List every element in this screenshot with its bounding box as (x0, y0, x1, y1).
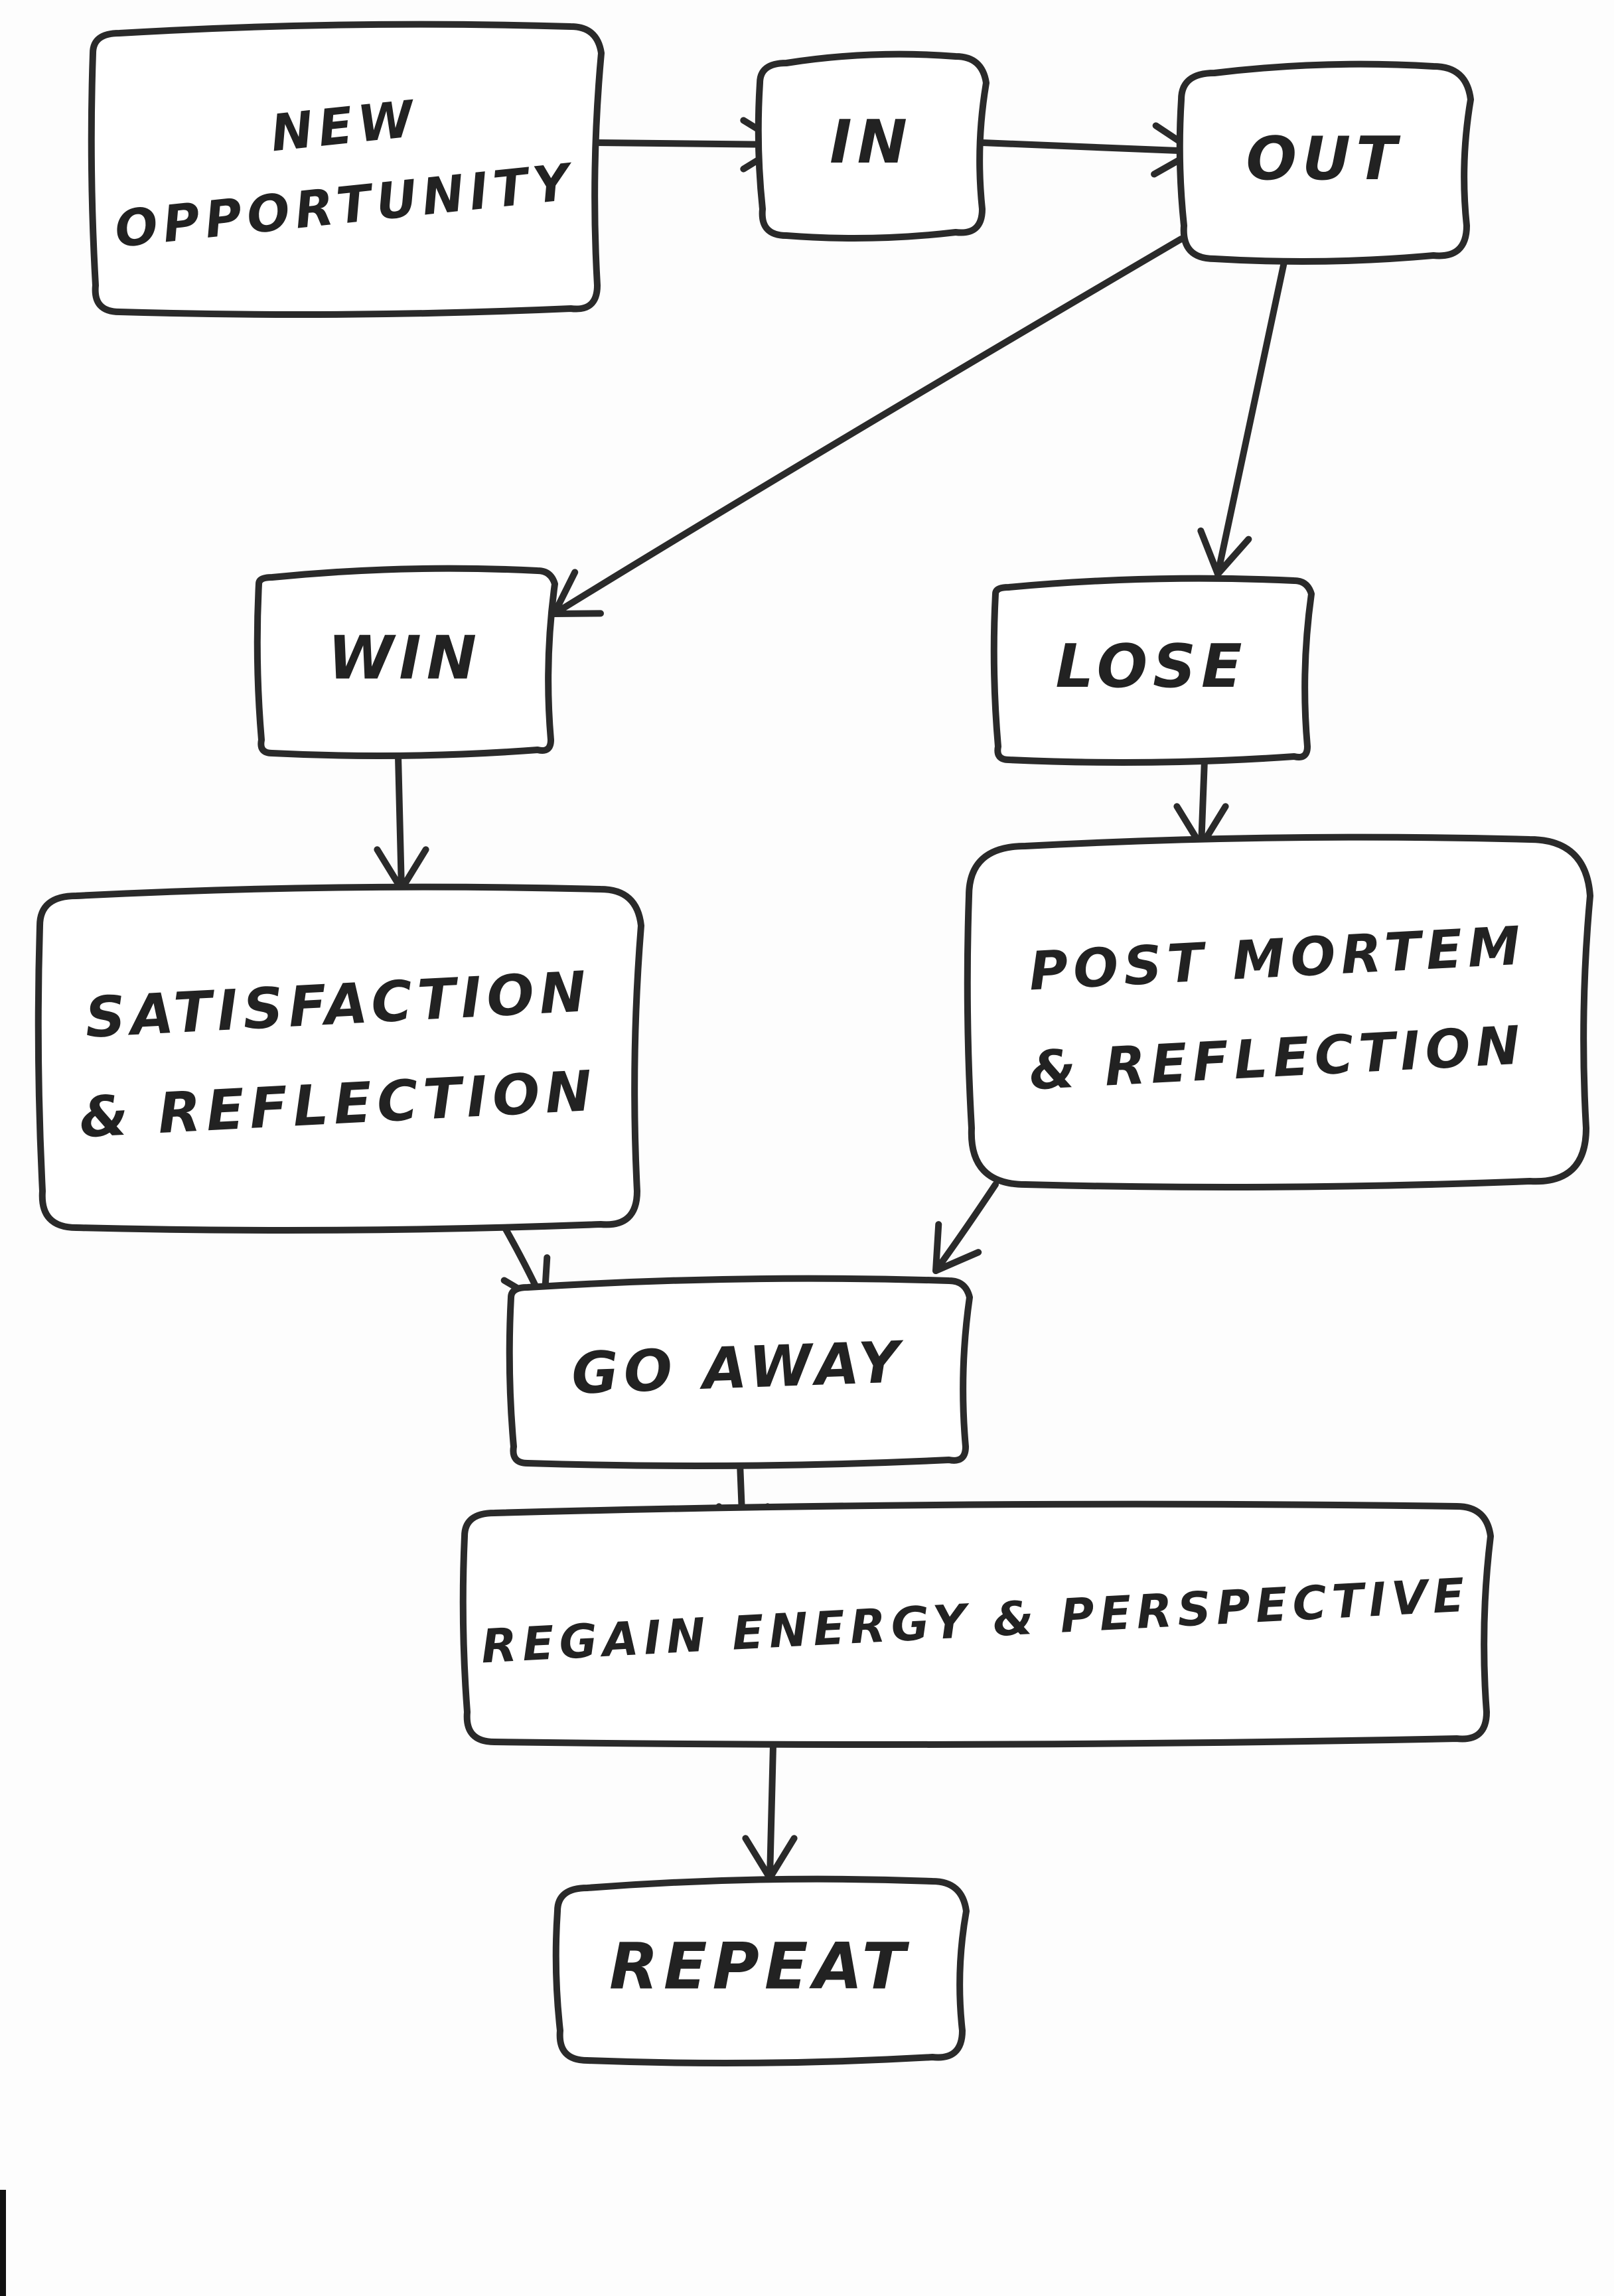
node-label-line: REPEAT (609, 1929, 911, 2003)
edge-line (979, 139, 1198, 155)
edge-lose-to-post-mortem-reflection (1173, 756, 1229, 849)
node-box (506, 1275, 973, 1469)
node-lose: LOSE (990, 575, 1315, 766)
node-post-mortem-reflection: POST MORTEM& REFLECTION (964, 833, 1593, 1190)
edge-win-to-satisfaction-reflection (374, 753, 429, 893)
edge-out-to-lose (1197, 259, 1287, 577)
edge-line (1198, 756, 1208, 849)
node-label-line: LOSE (1056, 632, 1248, 701)
edge-line (1214, 259, 1287, 577)
edge-out-to-win (551, 236, 1185, 617)
edge-in-to-out (979, 122, 1198, 178)
node-in: IN (755, 50, 990, 242)
node-satisfaction-reflection: SATISFACTION& REFLECTION (35, 883, 644, 1234)
edge-line (767, 1742, 776, 1881)
node-box (1176, 60, 1474, 265)
edge-regain-energy-perspective-to-repeat (742, 1742, 798, 1881)
node-repeat: REPEAT (552, 1875, 970, 2066)
edge-line (932, 1181, 999, 1274)
node-label-line: OUT (1246, 124, 1402, 194)
edge-line (551, 236, 1185, 617)
node-go-away: GO AWAY (506, 1275, 973, 1469)
arrowhead-icon (932, 1221, 982, 1274)
node-out: OUT (1176, 60, 1474, 265)
node-label-line: GO AWAY (571, 1329, 906, 1407)
node-label-line: IN (830, 108, 913, 177)
node-label-line: WIN (328, 623, 482, 693)
node-box (755, 50, 990, 242)
node-box (254, 565, 558, 759)
node-box (459, 1500, 1494, 1748)
node-win: WIN (254, 565, 558, 759)
node-box (552, 1875, 970, 2066)
node-box (35, 883, 644, 1234)
edge-line (594, 139, 786, 148)
edge-post-mortem-reflection-to-go-away (932, 1181, 999, 1274)
arrowhead-icon (1197, 527, 1252, 577)
node-box (88, 21, 605, 318)
scan-edge-mark (0, 2190, 6, 2296)
node-regain-energy-perspective: REGAIN ENERGY & PERSPECTIVE (459, 1500, 1494, 1748)
node-box (964, 833, 1593, 1190)
edge-line (395, 753, 405, 893)
node-box (990, 575, 1315, 766)
